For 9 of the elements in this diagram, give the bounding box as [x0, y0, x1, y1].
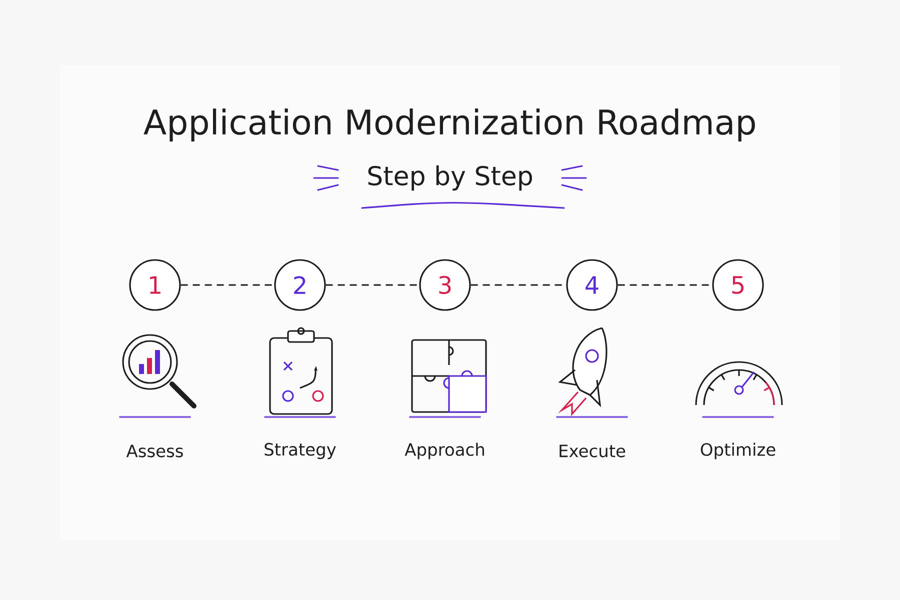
step-label: Approach	[404, 442, 484, 460]
step-label: Strategy	[264, 442, 336, 460]
step-label: Optimize	[700, 442, 776, 460]
subtitle: Step by Step	[368, 165, 532, 191]
title: Application Modernization Roadmap	[144, 108, 755, 142]
step-label: Assess	[126, 444, 183, 458]
connector	[180, 284, 274, 286]
step-label: Execute	[560, 444, 626, 458]
connector	[326, 284, 420, 286]
